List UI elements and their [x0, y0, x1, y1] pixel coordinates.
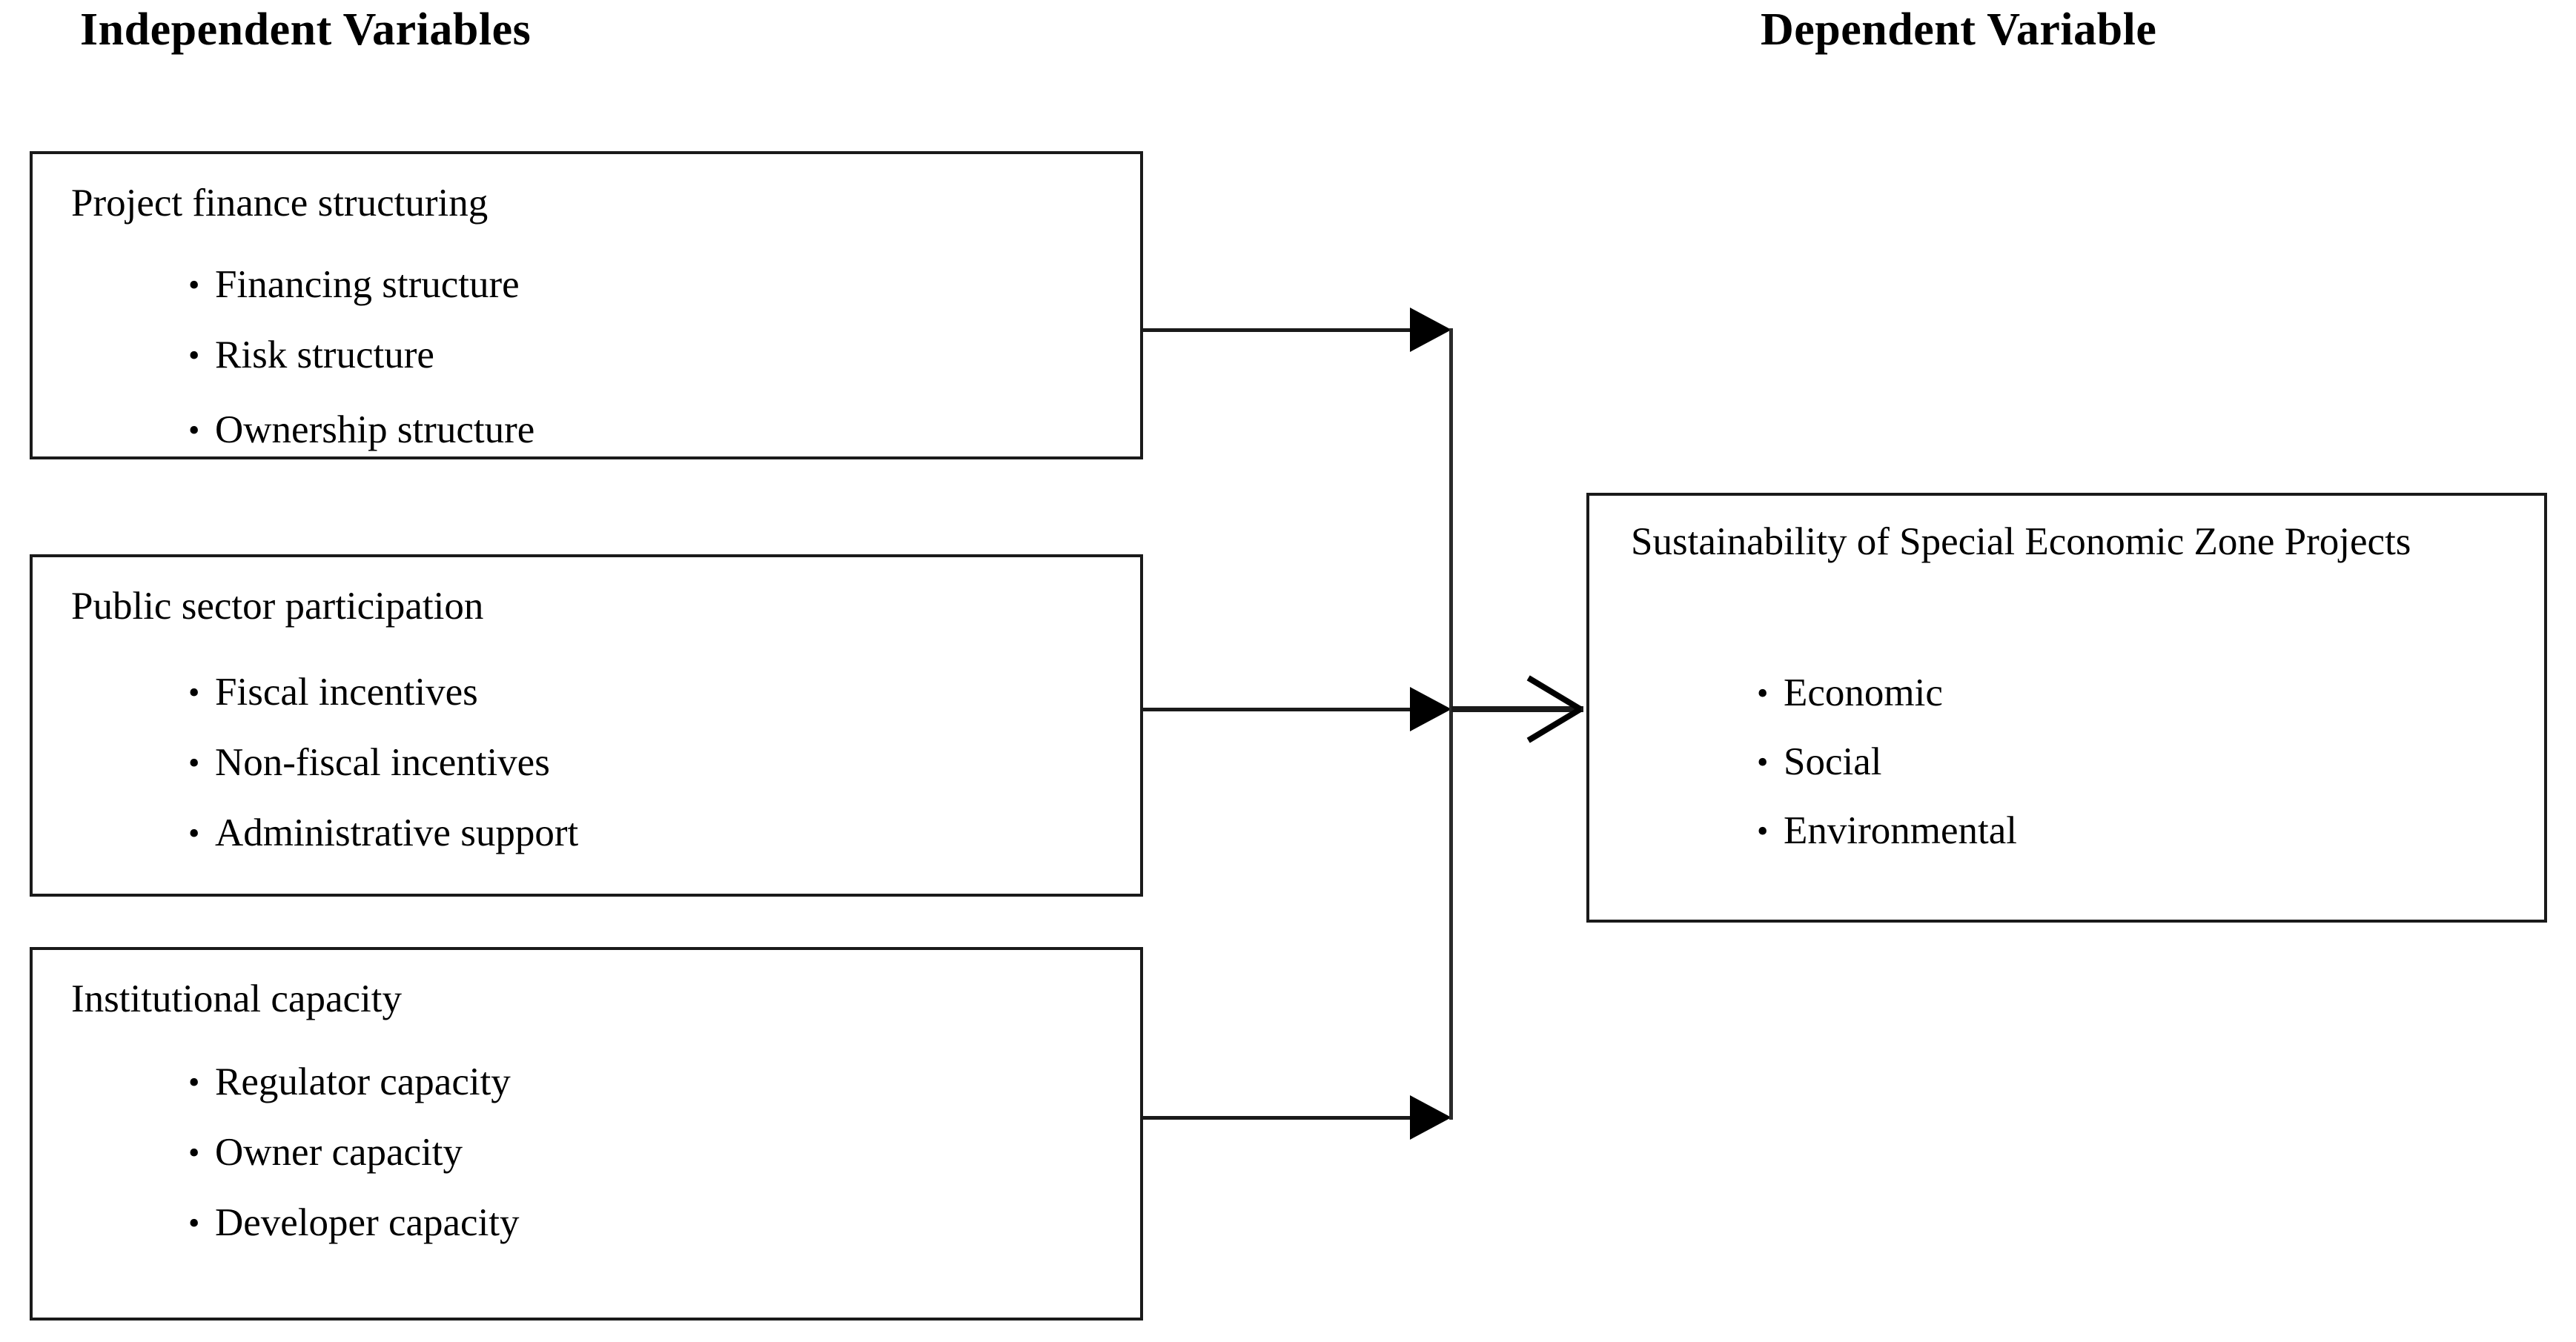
box-1-bullet-0-label: Financing structure [215, 263, 520, 306]
box-1-bullet-1-label: Risk structure [215, 333, 434, 376]
box-1-bullet-1: • Risk structure [188, 336, 534, 375]
dependent-bullet-0-label: Economic [1784, 671, 1943, 714]
box-2-bullet-list: • Fiscal incentives • Non-fiscal incenti… [188, 673, 578, 853]
independent-variables-header: Independent Variables [80, 4, 532, 55]
box-3-bullet-0: • Regulator capacity [188, 1063, 520, 1102]
bullet-icon: • [188, 674, 200, 711]
dependent-box-title: Sustainability of Special Economic Zone … [1631, 520, 2411, 563]
arrowhead-box1-icon [1410, 308, 1451, 352]
junction-vertical-line [1449, 328, 1453, 1120]
bullet-icon: • [1757, 813, 1769, 849]
box-1-bullet-list: • Financing structure • Risk structure •… [188, 265, 534, 450]
bullet-icon: • [188, 412, 200, 448]
connector-line-box3 [1143, 1116, 1411, 1120]
box-2-bullet-0-label: Fiscal incentives [215, 671, 478, 714]
arrowhead-box3-icon [1410, 1095, 1451, 1140]
box-3-bullet-2: • Developer capacity [188, 1203, 520, 1243]
box-2-title: Public sector participation [71, 585, 484, 628]
bullet-icon: • [188, 337, 200, 373]
bullet-icon: • [188, 1135, 200, 1171]
dependent-bullet-1-label: Social [1784, 740, 1882, 783]
dependent-box-bullet-list: • Economic • Social • Environmental [1757, 674, 2017, 851]
box-2-bullet-2: • Administrative support [188, 814, 578, 853]
box-1-bullet-2-label: Ownership structure [215, 408, 535, 451]
box-3-bullet-0-label: Regulator capacity [215, 1060, 511, 1103]
box-3-bullet-list: • Regulator capacity • Owner capacity • … [188, 1063, 520, 1243]
box-1-title: Project finance structuring [71, 182, 489, 225]
dependent-bullet-2: • Environmental [1757, 811, 2017, 851]
box-1-bullet-0: • Financing structure [188, 265, 534, 305]
dependent-box-sez-sustainability[interactable]: Sustainability of Special Economic Zone … [1586, 493, 2547, 923]
bullet-icon: • [188, 815, 200, 851]
independent-box-project-finance-structuring[interactable]: Project finance structuring • Financing … [30, 151, 1143, 459]
arrowhead-box2-icon [1410, 687, 1451, 731]
arrowhead-dependent-icon [1529, 681, 1580, 737]
connector-line-box2 [1143, 708, 1411, 711]
bullet-icon: • [1757, 744, 1769, 780]
independent-box-public-sector-participation[interactable]: Public sector participation • Fiscal inc… [30, 554, 1143, 897]
dependent-bullet-1: • Social [1757, 743, 2017, 782]
box-3-bullet-2-label: Developer capacity [215, 1201, 520, 1244]
box-3-bullet-1-label: Owner capacity [215, 1131, 463, 1174]
box-2-bullet-0: • Fiscal incentives [188, 673, 578, 712]
dependent-variable-header: Dependent Variable [1761, 4, 2157, 55]
box-2-bullet-1-label: Non-fiscal incentives [215, 741, 550, 784]
bullet-icon: • [188, 1205, 200, 1241]
dependent-bullet-0: • Economic [1757, 674, 2017, 713]
box-3-bullet-1: • Owner capacity [188, 1133, 520, 1172]
box-2-bullet-2-label: Administrative support [215, 811, 579, 854]
box-1-bullet-2: • Ownership structure [188, 411, 534, 450]
bullet-icon: • [188, 1064, 200, 1100]
bullet-icon: • [188, 267, 200, 303]
box-2-bullet-1: • Non-fiscal incentives [188, 743, 578, 783]
dependent-bullet-2-label: Environmental [1784, 809, 2017, 852]
independent-box-institutional-capacity[interactable]: Institutional capacity • Regulator capac… [30, 947, 1143, 1321]
box-3-title: Institutional capacity [71, 977, 402, 1020]
bullet-icon: • [1757, 675, 1769, 711]
bullet-icon: • [188, 745, 200, 781]
connector-line-box1 [1143, 328, 1411, 332]
connector-line-dependent [1451, 706, 1583, 712]
